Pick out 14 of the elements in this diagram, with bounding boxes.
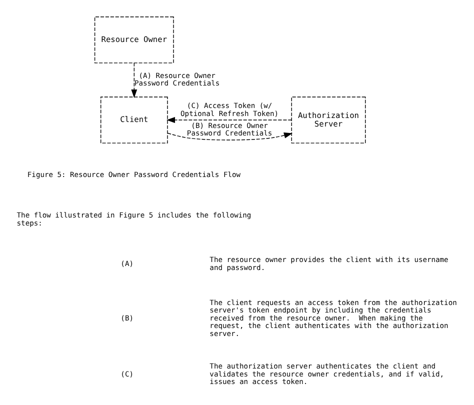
label: The authorization server authenticates the client and validates the resource owner credentials, and if valid, issues an access token. bbox=[210, 361, 444, 386]
label: The client requests an access token from the authorization server's token endpoint by including the credentials received from the resource owner. When making the request, the client authenticates with the authorization server. bbox=[210, 297, 457, 338]
label: The resource owner provides the client with its username and password. bbox=[210, 254, 448, 272]
edge-label: (B) Resource Owner Password Credentials bbox=[186, 120, 272, 138]
label: (B) bbox=[120, 312, 134, 322]
edge-label: (A) Resource Owner Password Credentials bbox=[134, 70, 220, 88]
label: (C) bbox=[120, 368, 134, 378]
label: Figure 5: Resource Owner Password Credentials Flow bbox=[27, 169, 241, 178]
arrow bbox=[166, 116, 292, 122]
label: The flow illustrated in Figure 5 includes the following steps: bbox=[16, 210, 252, 227]
edge-label: (C) Access Token (w/ Optional Refresh Token) bbox=[180, 100, 279, 118]
arrow bbox=[167, 132, 293, 140]
label: (A) bbox=[120, 258, 134, 268]
arrow bbox=[131, 62, 138, 98]
